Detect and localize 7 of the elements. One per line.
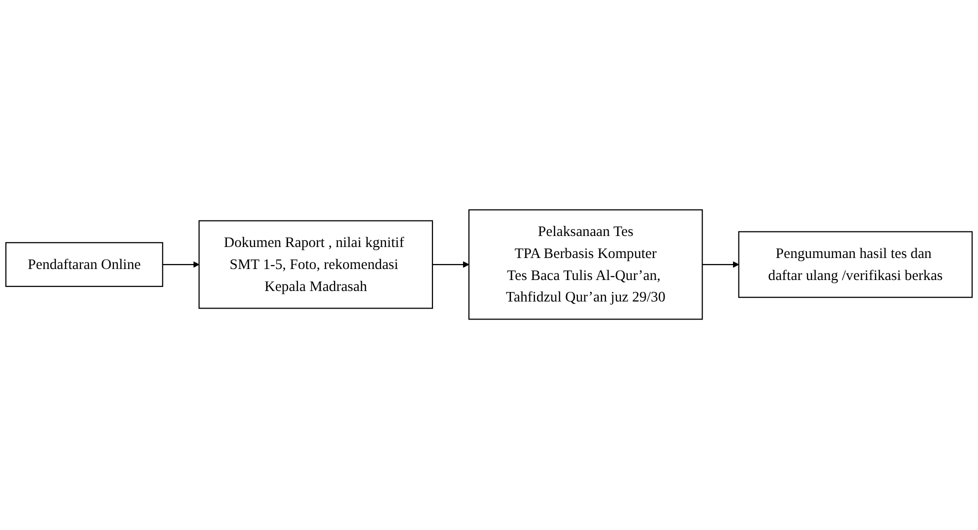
node-box: Pendaftaran Online [5, 242, 164, 288]
node-box: Pengumuman hasil tes dan daftar ulang /verifikasi berkas [738, 232, 973, 298]
arrow [162, 262, 200, 268]
arrow [702, 262, 740, 268]
node-box: Dokumen Raport , nilai kgnitif SMT 1-5, Foto, rekomendasi Kepala Madrasah [198, 220, 434, 310]
node-box: Pelaksanaan Tes TPA Berbasis Komputer Tes Baca Tulis Al-Qur’an, Tahfidzul Qur’an juz 29/30 [468, 210, 703, 320]
arrow [432, 262, 470, 268]
